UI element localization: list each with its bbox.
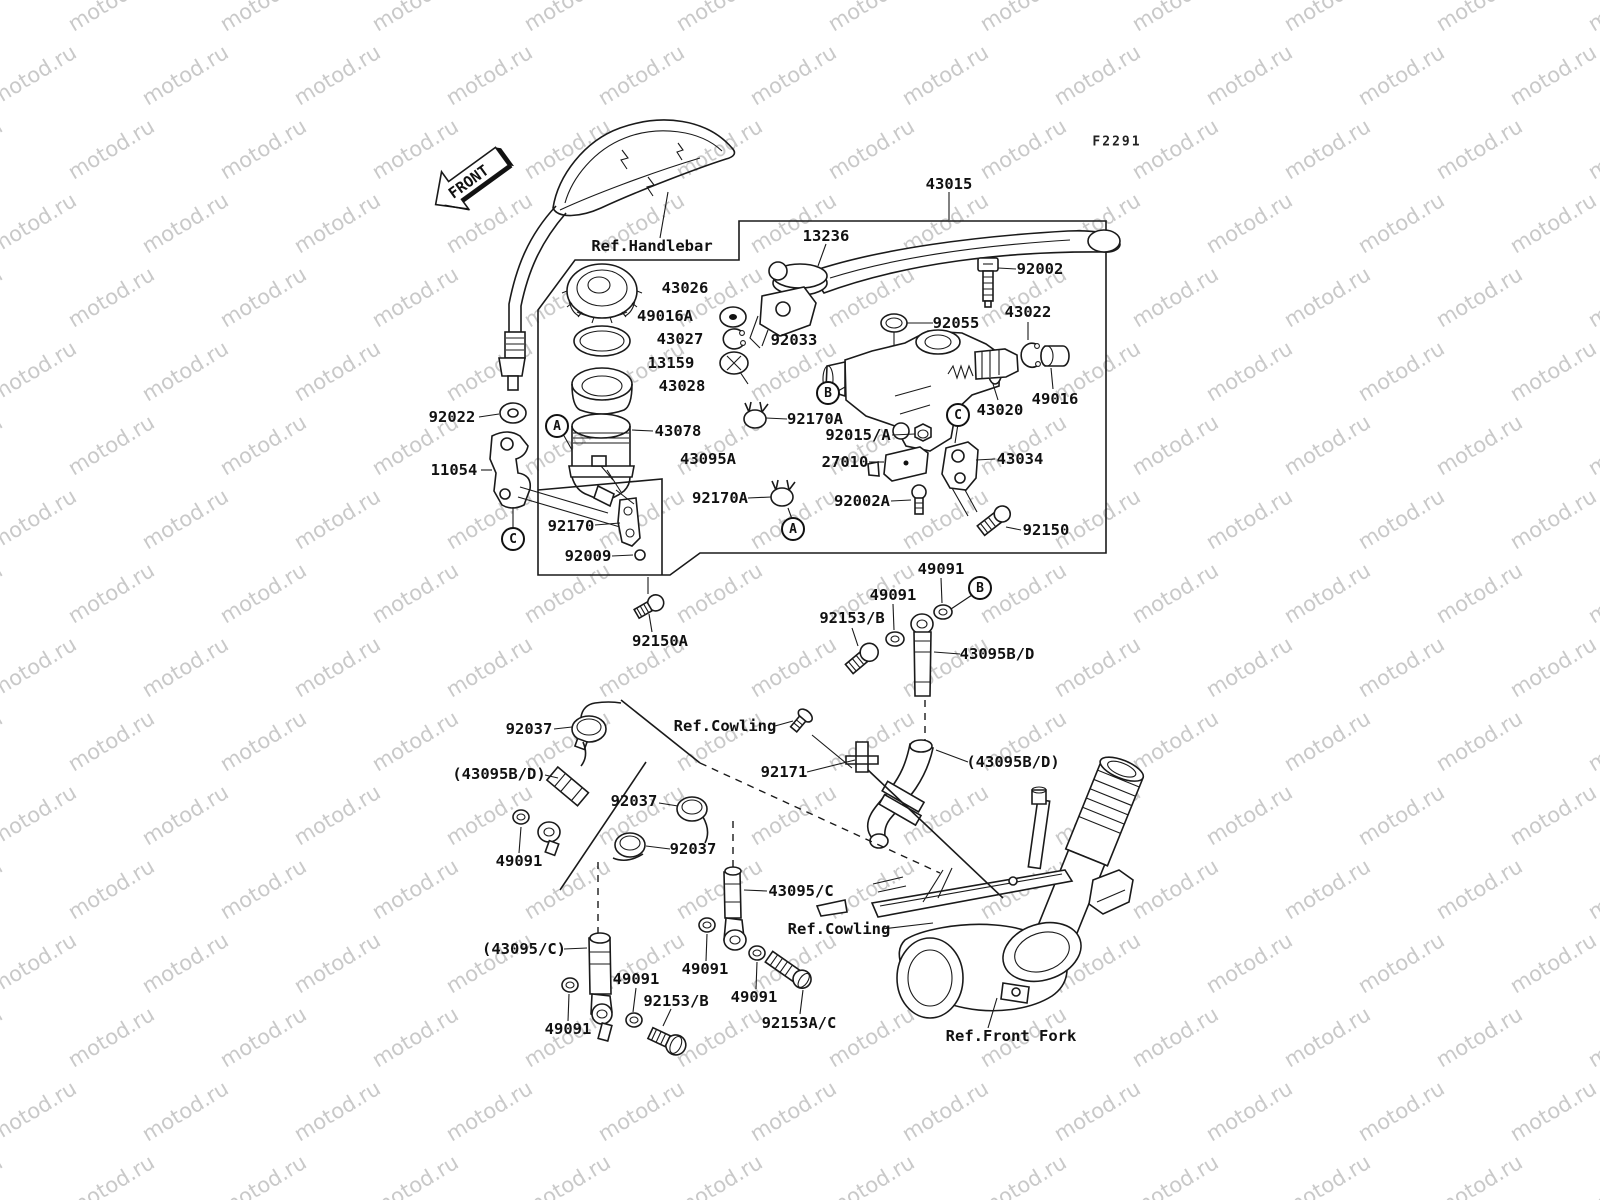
part-label-92002: 92002 [1016, 260, 1064, 278]
mirror-drawing [498, 119, 736, 391]
part-label-43078: 43078 [654, 422, 702, 440]
part-label-refhandlebar: Ref.Handlebar [591, 237, 713, 255]
part-label-43095c: (43095/C) [482, 940, 566, 958]
part-label-43095a: 43095A [680, 450, 736, 468]
part-label-13159: 13159 [647, 354, 695, 372]
mirror-mount-parts [478, 402, 621, 528]
part-label-43095bd: 43095B/D [959, 645, 1035, 663]
part-label-43022: 43022 [1004, 303, 1052, 321]
part-label-92009: 92009 [564, 547, 612, 565]
part-label-92150: 92150 [1022, 521, 1070, 539]
part-label-49016a: 49016A [637, 307, 693, 325]
part-label-49016: 49016 [1031, 390, 1079, 408]
part-label-49091: 49091 [544, 1020, 592, 1038]
circle-marker-a: A [781, 517, 805, 541]
hose-clamps-and-lines [512, 699, 941, 936]
part-label-92170a: 92170A [787, 410, 843, 428]
part-label-92153ac: 92153A/C [761, 1014, 837, 1032]
front-fork-drawing [815, 756, 1145, 1029]
circle-marker-b: B [816, 381, 840, 405]
circle-marker-c: C [501, 527, 525, 551]
part-label-49091: 49091 [917, 560, 965, 578]
part-label-92170: 92170 [547, 517, 595, 535]
upper-front-hose [844, 577, 973, 742]
mid-front-hose [774, 708, 969, 849]
part-label-reffrontfork: Ref.Front Fork [945, 1027, 1077, 1045]
part-label-92170a: 92170A [692, 489, 748, 507]
part-label-49091: 49091 [730, 988, 778, 1006]
screw-92150A [633, 577, 665, 633]
reservoir-cap-stack [561, 263, 749, 415]
part-label-49091: 49091 [681, 960, 729, 978]
part-label-11054: 11054 [430, 461, 478, 479]
part-label-92171: 92171 [760, 763, 808, 781]
part-label-43027: 43027 [656, 330, 704, 348]
part-label-49091: 49091 [495, 852, 543, 870]
front-arrow [434, 146, 515, 211]
left-lower-hose [561, 932, 687, 1056]
part-label-43034: 43034 [996, 450, 1044, 468]
part-label-92150a: 92150A [632, 632, 688, 650]
assembly-frame-box [537, 220, 1107, 576]
circle-marker-a: A [545, 414, 569, 438]
part-label-92033: 92033 [770, 331, 818, 349]
part-label-43095bd: (43095B/D) [966, 753, 1060, 771]
part-label-27010: 27010 [821, 453, 869, 471]
part-label-43028: 43028 [658, 377, 706, 395]
brake-lever-drawing [749, 192, 1121, 349]
part-label-49091: 49091 [612, 970, 660, 988]
part-label-13236: 13236 [802, 227, 850, 245]
figure-code: F2291 [1092, 134, 1142, 150]
reservoir-drawing [562, 413, 654, 561]
part-label-92037: 92037 [505, 720, 553, 738]
part-label-43095c: 43095/C [768, 882, 834, 900]
part-label-92015a: 92015/A [825, 426, 891, 444]
part-label-refcowling: Ref.Cowling [787, 920, 891, 938]
circle-marker-b: B [968, 576, 992, 600]
part-label-92153b: 92153/B [643, 992, 709, 1010]
part-label-92002a: 92002A [834, 492, 890, 510]
part-label-92153b: 92153/B [819, 609, 885, 627]
switch-and-clamp-parts [743, 401, 1022, 537]
part-label-92022: 92022 [428, 408, 476, 426]
pivot-bolt-drawing [880, 257, 1017, 360]
part-label-43026: 43026 [661, 279, 709, 297]
part-label-49091: 49091 [869, 586, 917, 604]
circle-marker-c: C [946, 403, 970, 427]
part-label-43020: 43020 [976, 401, 1024, 419]
part-label-92037: 92037 [610, 792, 658, 810]
part-label-92037: 92037 [669, 840, 717, 858]
part-label-43015: 43015 [925, 175, 973, 193]
part-label-92055: 92055 [932, 314, 980, 332]
center-lower-hose [698, 866, 812, 1015]
master-cylinder-drawing [822, 322, 1070, 452]
part-label-refcowling: Ref.Cowling [673, 717, 777, 735]
part-label-43095bd: (43095B/D) [452, 765, 546, 783]
